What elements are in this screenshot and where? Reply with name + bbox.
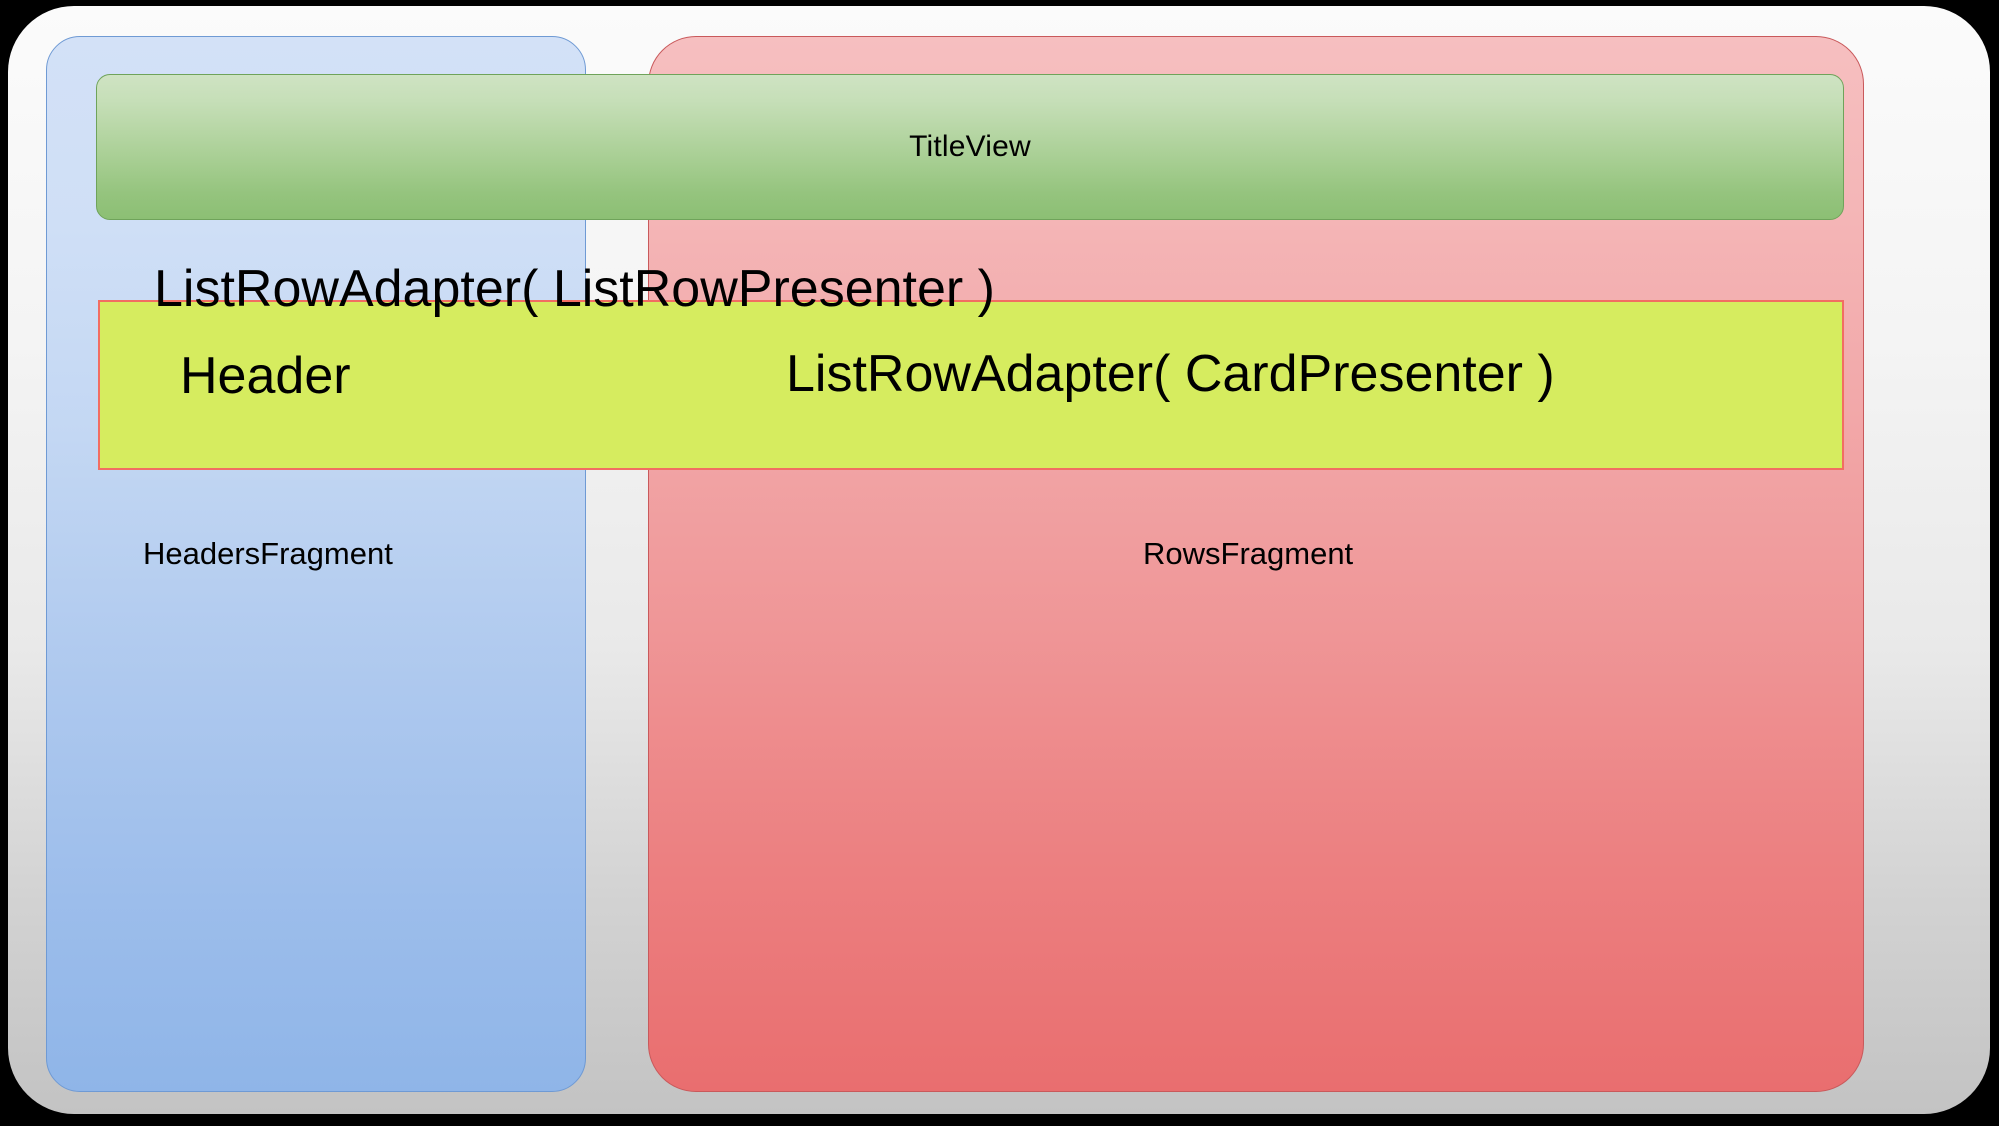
title-view-label: TitleView [909, 130, 1031, 163]
headers-fragment-label: HeadersFragment [143, 536, 393, 571]
list-row-adapter-presenter-label: ListRowAdapter( ListRowPresenter ) [154, 260, 995, 318]
list-row-adapter-box [98, 300, 1844, 470]
header-label: Header [180, 347, 351, 405]
rows-fragment-label: RowsFragment [1143, 536, 1354, 571]
list-row-adapter-card-label: ListRowAdapter( CardPresenter ) [786, 345, 1555, 403]
browse-fragment-container: TitleView ListRowAdapter( ListRowPresent… [8, 6, 1990, 1114]
title-view-bar: TitleView [96, 74, 1844, 220]
